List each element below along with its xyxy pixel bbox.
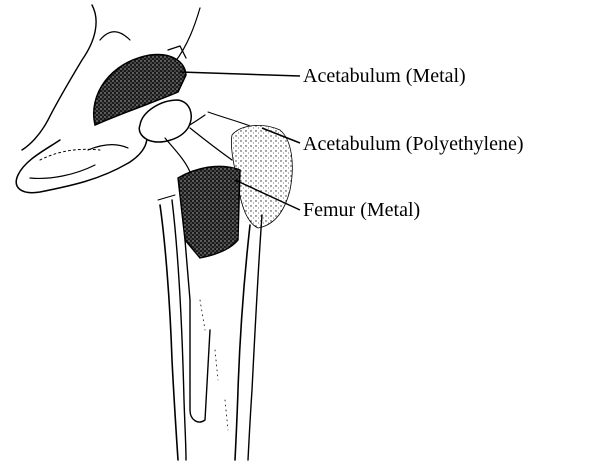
leader-line-acetabulum-metal: [180, 72, 300, 76]
label-acetabulum-polyethylene: Acetabulum (Polyethylene): [303, 133, 524, 155]
femur-metal-stem: [178, 166, 240, 422]
femoral-head-neck: [139, 100, 232, 172]
label-acetabulum-metal: Acetabulum (Metal): [303, 65, 466, 87]
label-femur-metal: Femur (Metal): [303, 199, 420, 221]
